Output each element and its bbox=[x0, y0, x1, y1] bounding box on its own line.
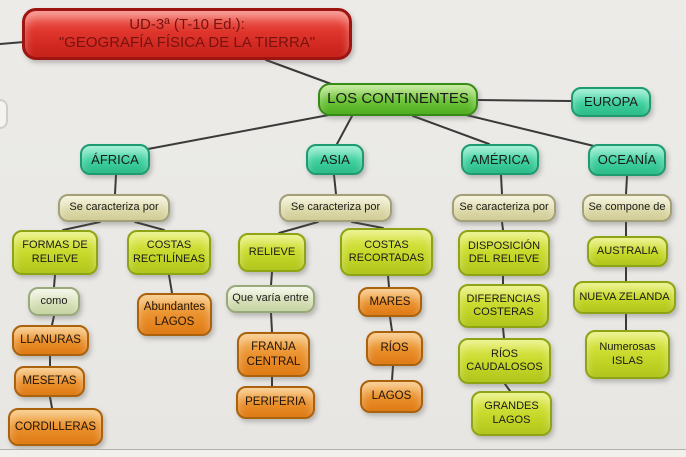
node-mesetas: MESETAS bbox=[14, 366, 85, 397]
edge-28 bbox=[502, 327, 505, 339]
node-costas-rectilineas: COSTAS RECTILÍNEAS bbox=[127, 230, 211, 275]
edge-11 bbox=[62, 221, 101, 231]
edge-1 bbox=[265, 59, 335, 86]
edge-3 bbox=[147, 113, 335, 150]
node-como: como bbox=[28, 287, 80, 316]
edge-8 bbox=[333, 174, 337, 195]
node-llanuras: LLANURAS bbox=[12, 325, 89, 356]
edge-9 bbox=[500, 174, 503, 195]
node-abundantes-lagos: Abundantes LAGOS bbox=[137, 293, 212, 336]
node-diferencias-costeras: DIFERENCIAS COSTERAS bbox=[458, 284, 549, 328]
edge-6 bbox=[457, 112, 599, 148]
edge-0 bbox=[0, 41, 25, 45]
bottom-strip bbox=[0, 450, 686, 457]
node-rios: RÍOS bbox=[366, 331, 423, 366]
edge-10 bbox=[625, 175, 628, 195]
edge-25 bbox=[391, 365, 394, 381]
edge-29 bbox=[504, 383, 511, 392]
node-periferia: PERIFERIA bbox=[236, 386, 315, 419]
node-formas-de-relieve: FORMAS DE RELIEVE bbox=[12, 230, 98, 275]
node-franja-central: FRANJA CENTRAL bbox=[237, 332, 310, 377]
node-que-varia-entre: Que varía entre bbox=[226, 285, 315, 313]
node-rios-caudalosos: RÍOS CAUDALOSOS bbox=[458, 338, 551, 384]
edge-26 bbox=[501, 221, 504, 231]
bottom-divider bbox=[0, 449, 686, 450]
node-asia: ASIA bbox=[306, 144, 364, 175]
edge-7 bbox=[114, 174, 117, 195]
edge-20 bbox=[270, 271, 273, 286]
node-america-caracteriza: Se caracteriza por bbox=[452, 194, 556, 222]
edge-12 bbox=[134, 221, 165, 231]
node-oceania-compone: Se compone de bbox=[582, 194, 672, 222]
edge-18 bbox=[278, 221, 319, 234]
node-cutoff-box bbox=[0, 99, 8, 129]
edge-14 bbox=[51, 315, 55, 326]
node-nueva-zelanda: NUEVA ZELANDA bbox=[573, 281, 676, 314]
node-numerosas-islas: Numerosas ISLAS bbox=[585, 330, 670, 379]
node-unit-title: UD-3ª (T-10 Ed.): "GEOGRAFÍA FÍSICA DE L… bbox=[22, 8, 352, 60]
node-grandes-lagos: GRANDES LAGOS bbox=[471, 391, 552, 436]
node-lagos: LAGOS bbox=[360, 380, 423, 413]
node-africa: ÁFRICA bbox=[80, 144, 150, 175]
node-los-continentes: LOS CONTINENTES bbox=[318, 83, 478, 116]
node-cordilleras: CORDILLERAS bbox=[8, 408, 103, 446]
node-asia-caracteriza: Se caracteriza por bbox=[279, 194, 392, 222]
edge-2 bbox=[477, 99, 572, 102]
edge-17 bbox=[168, 274, 173, 294]
edge-4 bbox=[336, 115, 353, 145]
node-relieve: RELIEVE bbox=[238, 233, 306, 272]
node-europa: EUROPA bbox=[571, 87, 651, 117]
node-oceania: OCEANÍA bbox=[588, 144, 666, 176]
node-mares: MARES bbox=[358, 287, 422, 317]
node-america: AMÉRICA bbox=[461, 144, 539, 175]
node-australia: AUSTRALIA bbox=[587, 236, 668, 267]
node-costas-recortadas: COSTAS RECORTADAS bbox=[340, 228, 433, 276]
edge-21 bbox=[270, 312, 273, 333]
node-africa-caracteriza: Se caracteriza por bbox=[58, 194, 170, 222]
edge-13 bbox=[53, 274, 56, 288]
edge-5 bbox=[412, 115, 490, 145]
edge-24 bbox=[389, 316, 393, 332]
edge-16 bbox=[49, 396, 53, 409]
edge-23 bbox=[387, 275, 390, 288]
node-disposicion-del-relieve: DISPOSICIÓN DEL RELIEVE bbox=[458, 230, 550, 276]
